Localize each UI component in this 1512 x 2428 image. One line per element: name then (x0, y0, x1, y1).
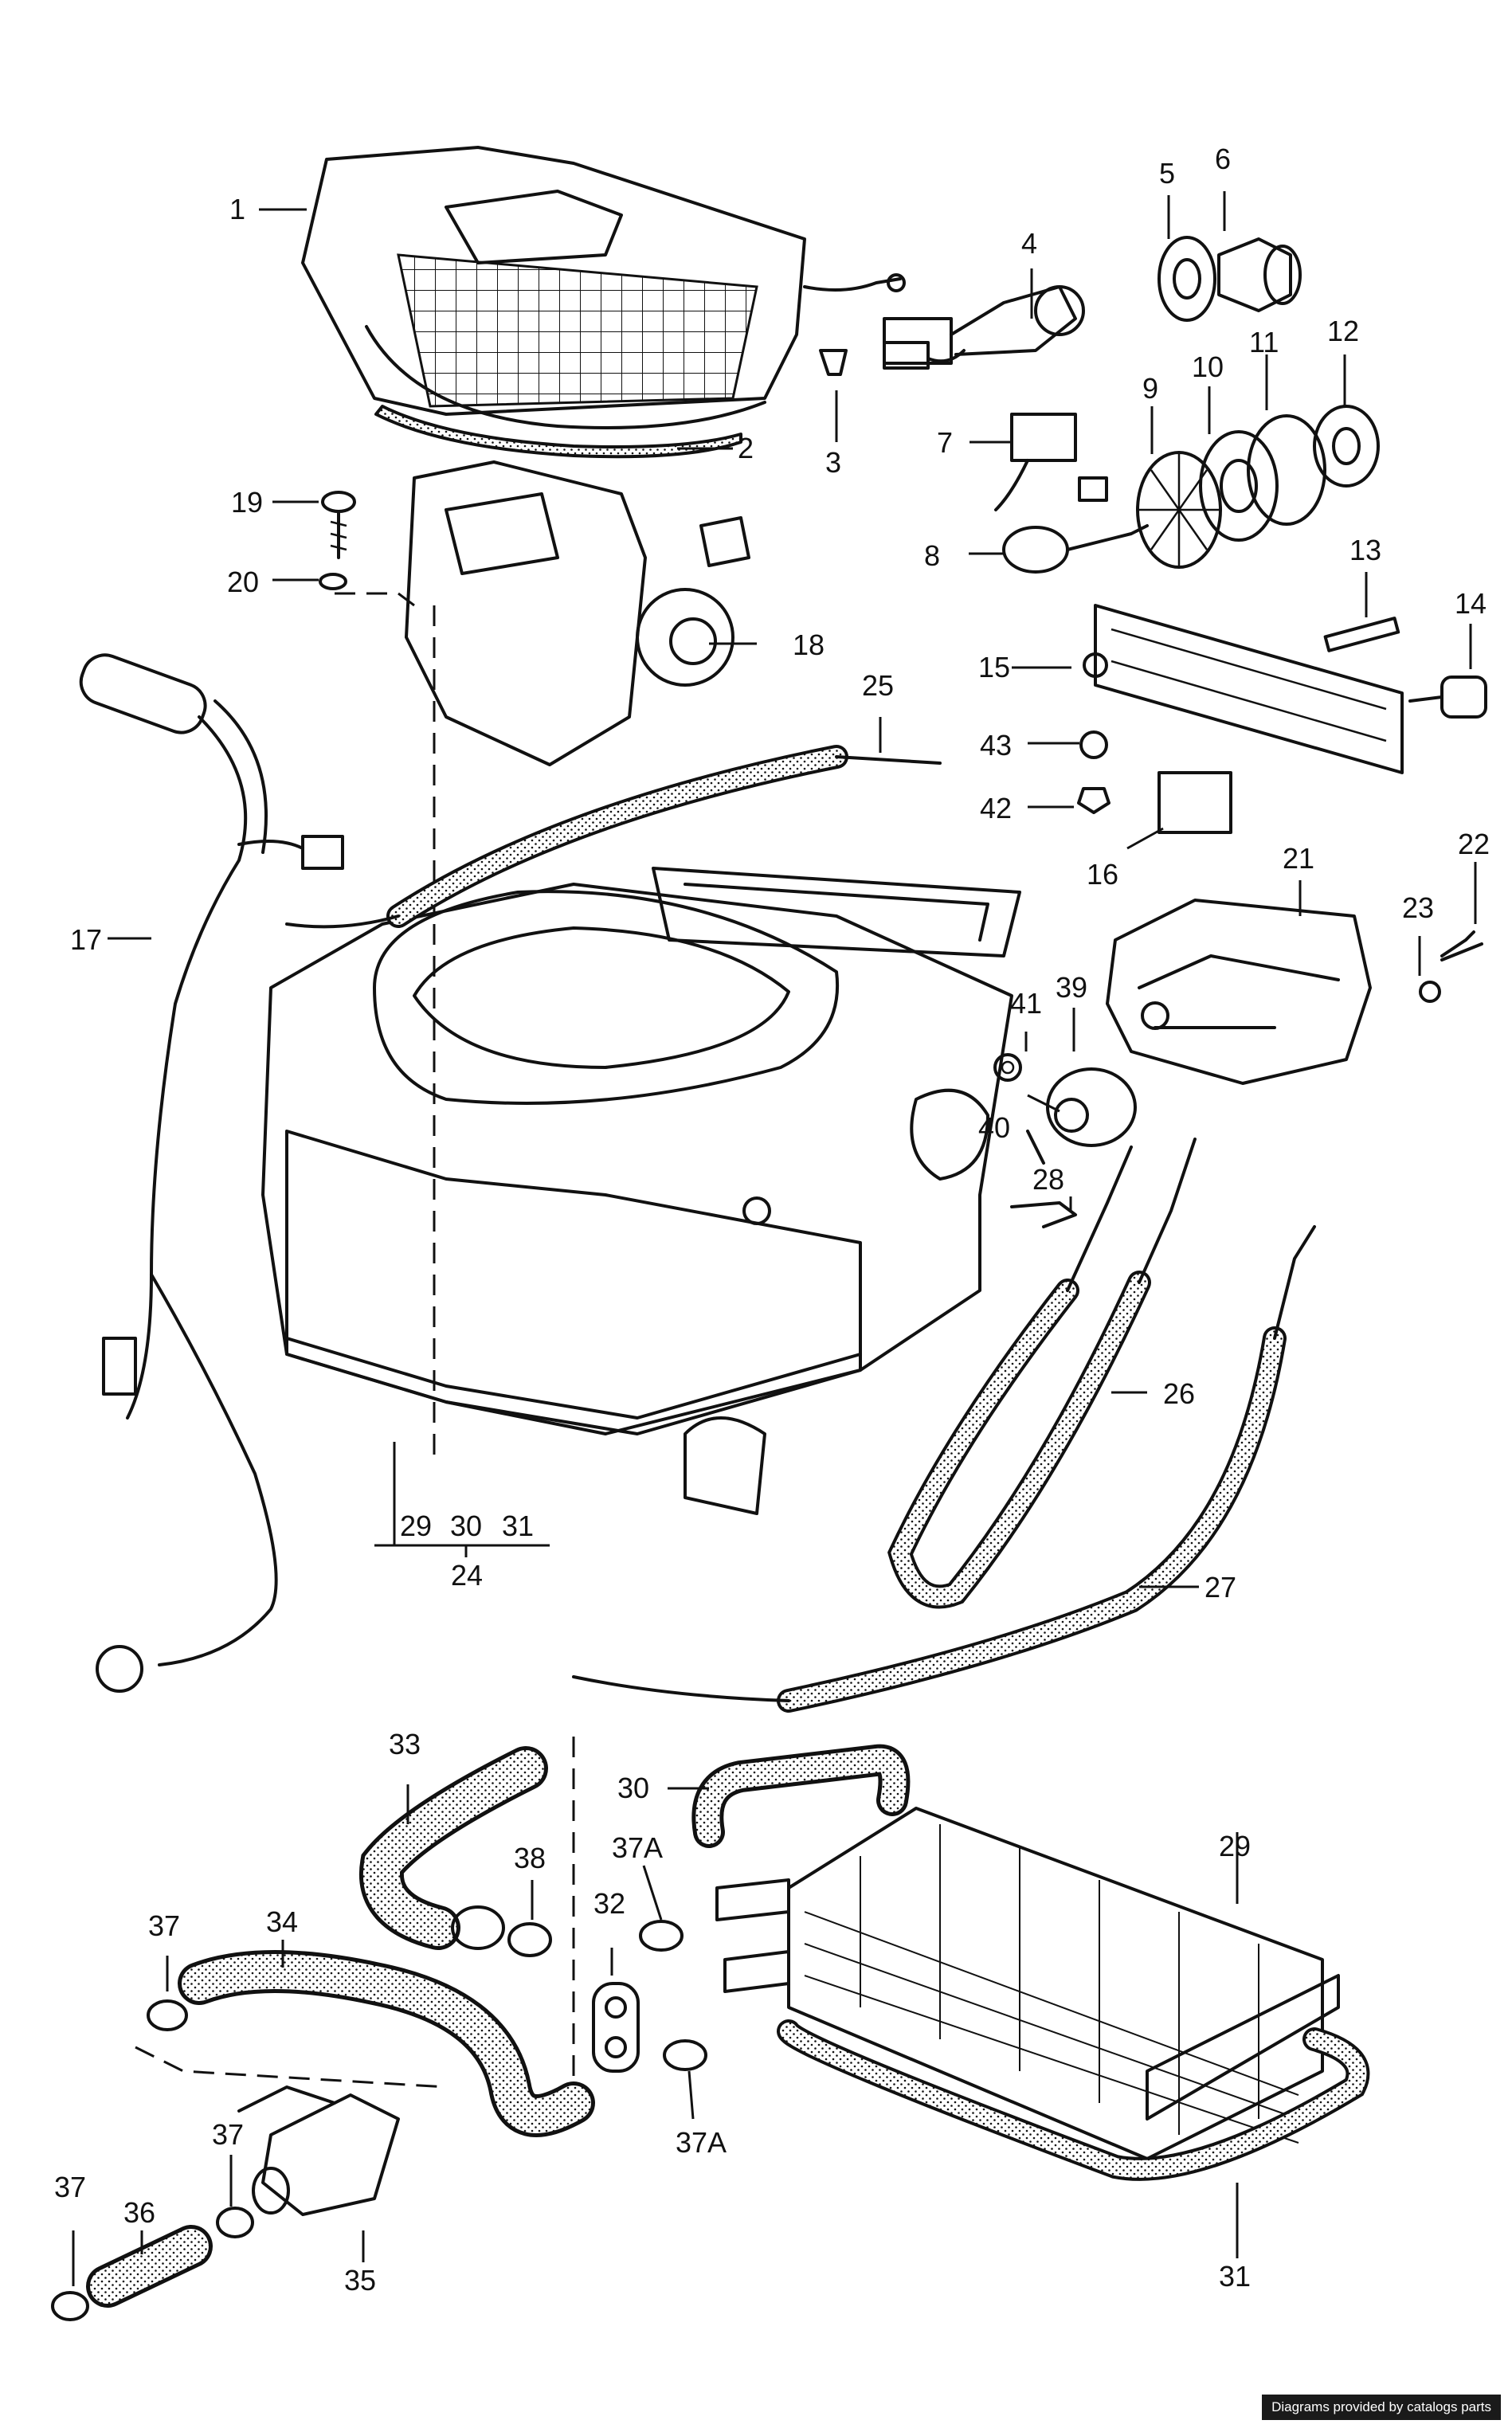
heater-core (691, 1744, 1370, 2181)
control-knobs (1136, 405, 1380, 569)
lower-hoses (86, 1746, 595, 2308)
control-panel (1077, 604, 1487, 834)
credit-badge: Diagrams provided by catalogs parts (1262, 2395, 1501, 2420)
label-40: 40 (978, 1111, 1010, 1144)
label-15: 15 (978, 651, 1010, 683)
blower-cover (301, 146, 906, 429)
label-31-assembly: 31 (502, 1510, 534, 1542)
label-34: 34 (266, 1905, 298, 1938)
label-37-bottom: 37 (54, 2171, 86, 2203)
label-35: 35 (344, 2264, 376, 2297)
label-6: 6 (1215, 143, 1231, 175)
label-41: 41 (1010, 987, 1042, 1020)
label-10: 10 (1192, 350, 1224, 383)
label-18: 18 (793, 629, 825, 661)
label-20: 20 (227, 566, 259, 598)
label-37A-top: 37A (612, 1831, 663, 1864)
label-28: 28 (1032, 1163, 1064, 1196)
label-14: 14 (1455, 587, 1487, 620)
control-cable-25-wire (285, 755, 942, 929)
label-29: 29 (1219, 1830, 1251, 1862)
label-17: 17 (70, 923, 102, 956)
label-16: 16 (1087, 858, 1118, 891)
label-5: 5 (1159, 157, 1175, 190)
label-43: 43 (980, 729, 1012, 762)
heater-housing (261, 867, 1021, 1515)
label-1: 1 (229, 193, 245, 225)
label-3: 3 (825, 446, 841, 479)
label-38: 38 (514, 1842, 546, 1874)
label-37A-bottom: 37A (676, 2126, 727, 2159)
retaining-clip (819, 349, 848, 376)
screw-and-washer (319, 491, 356, 590)
label-23: 23 (1402, 891, 1434, 924)
label-22: 22 (1458, 828, 1490, 860)
label-4: 4 (1021, 227, 1037, 260)
label-31: 31 (1219, 2260, 1251, 2293)
label-9: 9 (1142, 372, 1158, 405)
label-36: 36 (123, 2196, 155, 2229)
label-37-middle: 37 (212, 2118, 244, 2151)
label-30-assembly: 30 (450, 1510, 482, 1542)
label-19: 19 (231, 486, 263, 519)
label-25: 25 (862, 669, 894, 702)
part-number-labels: 1 2 3 4 5 6 7 8 9 10 11 12 13 14 15 16 1… (54, 143, 1490, 2297)
cable-clamp (1010, 1201, 1077, 1228)
leader-lines (72, 191, 1477, 2286)
label-42: 42 (980, 792, 1012, 824)
vent-unit (993, 1053, 1137, 1165)
assembly-line-lower (135, 1737, 575, 2089)
label-11: 11 (1249, 326, 1279, 358)
switch-assembly (883, 236, 1302, 370)
label-37-top: 37 (148, 1909, 180, 1942)
flap-bracket (1106, 899, 1483, 1085)
assembly-line-screw (335, 592, 415, 607)
label-27: 27 (1205, 1571, 1236, 1604)
label-12: 12 (1327, 315, 1359, 347)
cover-gasket (374, 405, 742, 459)
hose-clamps (51, 1920, 707, 2321)
label-2: 2 (738, 432, 754, 464)
label-39: 39 (1056, 971, 1087, 1004)
label-13: 13 (1349, 534, 1381, 566)
label-26: 26 (1163, 1377, 1195, 1410)
blower-motor (405, 460, 750, 766)
relay-switch (994, 413, 1149, 574)
label-8: 8 (924, 539, 940, 572)
label-32: 32 (593, 1887, 625, 1920)
label-30: 30 (617, 1772, 649, 1804)
wiring-harness (79, 653, 344, 1693)
control-cable-25-fill (390, 748, 845, 925)
label-7: 7 (937, 426, 953, 459)
hoses-26-27 (572, 1138, 1316, 1713)
label-29-assembly: 29 (400, 1510, 432, 1542)
label-21: 21 (1283, 842, 1314, 875)
label-33: 33 (389, 1728, 421, 1760)
control-cable-25 (386, 745, 848, 928)
hose-connector (592, 1982, 640, 2073)
label-24: 24 (451, 1559, 483, 1592)
heater-valve (237, 2085, 400, 2216)
